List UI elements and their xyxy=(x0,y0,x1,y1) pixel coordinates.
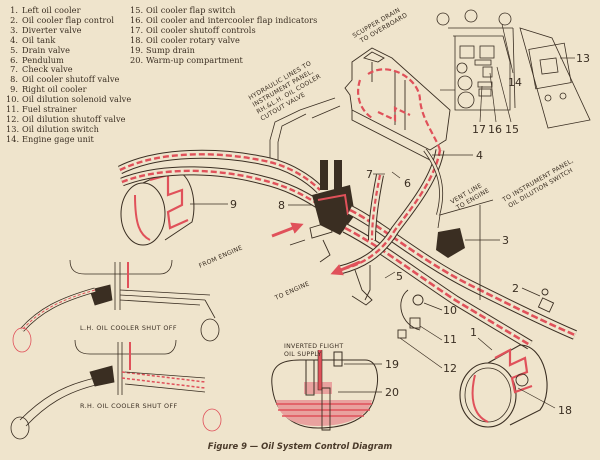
callout-8: 8 xyxy=(278,199,285,212)
hydraulic-lines xyxy=(269,97,341,162)
callout-12: 12 xyxy=(443,362,457,375)
lh-shutoff-inset xyxy=(12,259,220,353)
callout-18: 18 xyxy=(558,404,572,417)
legend-item: 16.Oil cooler and intercooler flap indic… xyxy=(130,14,318,25)
callout-10: 10 xyxy=(443,304,457,317)
legend-item: 18.Oil cooler rotary valve xyxy=(130,34,240,45)
leader-6 xyxy=(391,171,401,179)
legend-item: 19.Sump drain xyxy=(130,44,195,55)
callout-9: 9 xyxy=(230,198,237,211)
vent-line-note: VENT LINE TO ENGINE xyxy=(450,182,491,212)
leader-11 xyxy=(419,325,443,341)
callout-20: 20 xyxy=(385,386,399,399)
leader-10 xyxy=(423,302,443,311)
legend-item: 5.Drain valve xyxy=(10,44,70,55)
legend-item: 3.Diverter valve xyxy=(10,24,82,35)
dilution-components xyxy=(364,265,424,339)
diverter-valve xyxy=(436,228,465,258)
legend-item: 17.Oil cooler shutoff controls xyxy=(130,24,256,35)
legend-item: 7.Check valve xyxy=(10,64,73,75)
scupper-drain-note: SCUPPER DRAIN TO OVERBOARD xyxy=(352,7,409,45)
callout-13: 13 xyxy=(576,52,590,65)
callout-16: 16 xyxy=(488,123,502,136)
legend-item: 20.Warm-up compartment xyxy=(130,54,243,65)
instrument-panel xyxy=(436,9,591,129)
from-engine-note: FROM ENGINE xyxy=(198,244,244,270)
oil-cooler-flap-control xyxy=(537,288,555,313)
callout-17: 17 xyxy=(472,123,486,136)
leader-12 xyxy=(399,337,443,369)
callout-6: 6 xyxy=(404,177,411,190)
callout-15: 15 xyxy=(505,123,519,136)
rh-shutoff-label: R.H. OIL COOLER SHUT OFF xyxy=(80,402,178,410)
callout-7: 7 xyxy=(366,168,373,181)
callout-14: 14 xyxy=(508,76,522,89)
legend-item: 2.Oil cooler flap control xyxy=(10,14,115,25)
legend-item: 13.Oil dilution switch xyxy=(6,123,99,134)
inverted-flight-note-1: INVERTED FLIGHT xyxy=(284,343,343,350)
legend-item: 8.Oil cooler shutoff valve xyxy=(10,74,120,85)
to-engine-note: TO ENGINE xyxy=(273,280,311,302)
hydraulic-lines-note: HYDRAULIC LINES TO INSTRUMENT PANEL, RH.… xyxy=(248,60,323,123)
oil-tank xyxy=(344,47,451,161)
callout-5: 5 xyxy=(396,270,403,283)
callout-19: 19 xyxy=(385,358,399,371)
flow-arrow-in xyxy=(271,222,304,238)
figure-caption: Figure 9 — Oil System Control Diagram xyxy=(207,441,393,451)
lh-shutoff-label: L.H. OIL COOLER SHUT OFF xyxy=(80,324,177,332)
sump-inset xyxy=(271,350,378,431)
callout-3: 3 xyxy=(502,234,509,247)
legend-column-1: 1.Left oil cooler 2.Oil cooler flap cont… xyxy=(6,5,132,145)
instrument-panel-note: TO INSTRUMENT PANEL, OIL DILUTION SWITCH xyxy=(501,157,575,209)
inverted-flight-note-2: OIL SUPPLY xyxy=(284,351,321,358)
leader-2 xyxy=(521,287,541,297)
legend-item: 11.Fuel strainer xyxy=(6,104,77,115)
callout-2: 2 xyxy=(512,282,519,295)
callout-11: 11 xyxy=(443,333,457,346)
legend-item: 14.Engine gage unit xyxy=(6,133,94,144)
callout-1: 1 xyxy=(470,326,477,339)
panel-leaders xyxy=(440,23,575,123)
svg-text:TO INSTRUMENT PANEL,: TO INSTRUMENT PANEL, xyxy=(501,157,575,204)
oil-flow-tank xyxy=(356,68,442,151)
leader-1 xyxy=(477,337,493,351)
leader-18 xyxy=(517,387,556,409)
fittings xyxy=(289,221,373,306)
callout-4: 4 xyxy=(476,149,483,162)
legend-item: 10.Oil dilution solenoid valve xyxy=(6,94,132,105)
legend-item: 15.Oil cooler flap switch xyxy=(130,5,236,15)
legend-item: 1.Left oil cooler xyxy=(10,5,81,15)
legend-column-2: 15.Oil cooler flap switch 16.Oil cooler … xyxy=(130,5,318,65)
leader-5 xyxy=(384,271,396,279)
oil-cooler-shutoff-valve xyxy=(312,160,355,235)
legend-item: 6.Pendulum xyxy=(10,54,64,65)
oil-lines-right xyxy=(117,149,324,208)
flow-arrow-out xyxy=(330,260,361,276)
legend-item: 9.Right oil cooler xyxy=(10,84,87,95)
legend-item: 12.Oil dilution shutoff valve xyxy=(6,113,126,124)
rh-shutoff-inset xyxy=(10,339,222,440)
left-oil-cooler xyxy=(459,344,548,428)
legend-item: 4.Oil tank xyxy=(10,34,56,45)
